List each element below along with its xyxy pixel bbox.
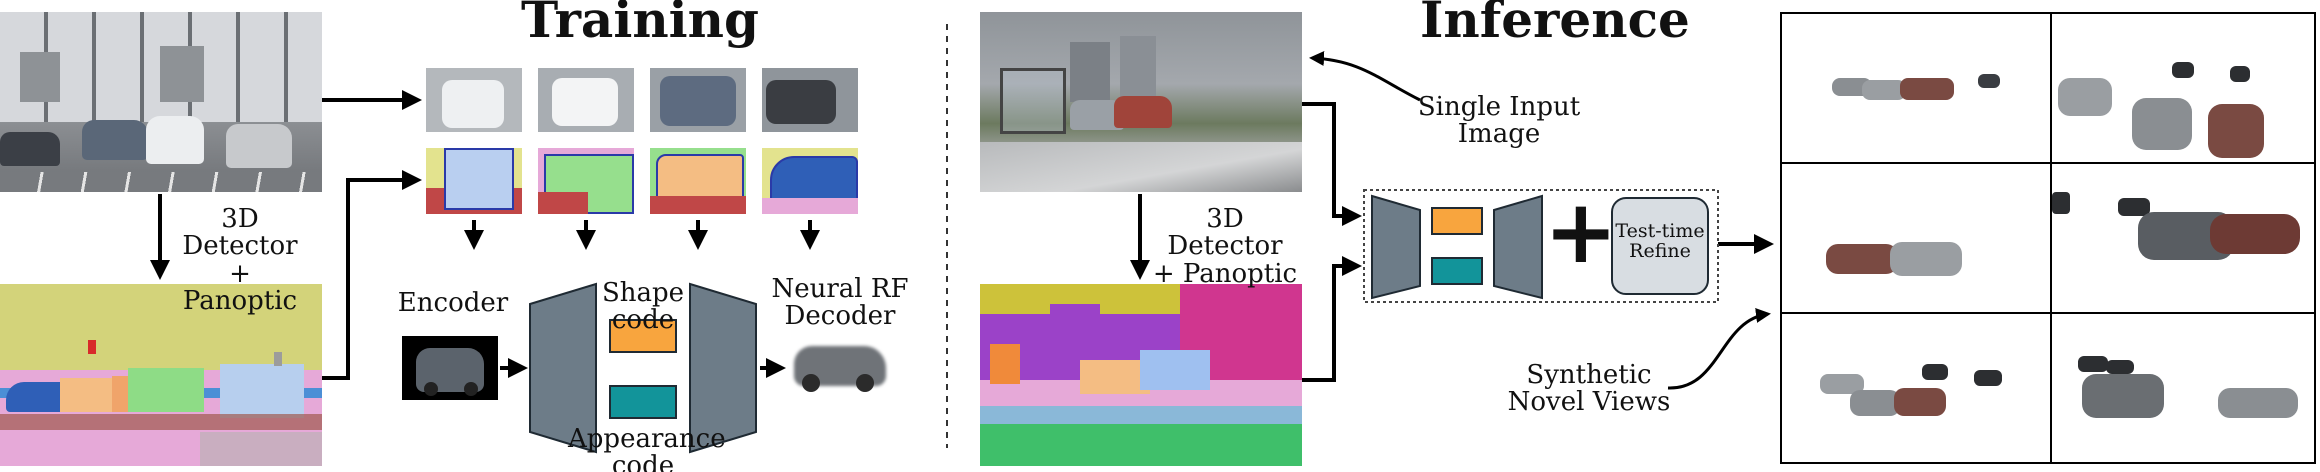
refine-label-line2: Refine — [1629, 239, 1691, 262]
synthetic-views-line2: Novel Views — [1507, 387, 1671, 418]
refine-label: Test-time Refine — [1612, 220, 1708, 262]
training-segmentation-image — [0, 284, 322, 466]
single-input-line2: Image — [1457, 119, 1541, 150]
plus-sign: + — [1544, 180, 1618, 283]
training-decoder-block — [689, 282, 757, 454]
arrow-seg-to-crops — [322, 170, 422, 380]
decoder-label-line1: Neural RF — [771, 274, 909, 304]
inference-shape-code — [1431, 207, 1483, 235]
training-title: Training — [521, 0, 759, 49]
training-detector-label: 3D Detector + Panoptic — [170, 204, 310, 316]
rendered-car-output — [790, 336, 890, 396]
seg-crop-2 — [538, 148, 634, 214]
inference-title: Inference — [1420, 0, 1690, 49]
novel-views-grid — [1780, 12, 2316, 464]
inference-appearance-code — [1431, 257, 1483, 285]
car-crop-2 — [538, 68, 634, 132]
inference-input-image — [980, 12, 1302, 192]
arrow-image-to-network — [1302, 102, 1362, 226]
inference-encoder-block — [1371, 194, 1421, 300]
inference-detector-label: 3D Detector + Panoptic — [1150, 204, 1300, 289]
masked-car-input — [402, 336, 498, 400]
arrow-seg-to-network — [1302, 256, 1362, 382]
shape-code-label: Shape code — [601, 278, 685, 336]
decoder-label: Neural RF Decoder — [770, 274, 910, 332]
inference-decoder-block — [1493, 194, 1543, 300]
synthetic-views-label: Synthetic Novel Views — [1504, 360, 1674, 418]
seg-crop-4 — [762, 148, 858, 214]
inference-detector-label-line1: 3D Detector — [1167, 204, 1283, 262]
seg-crop-1 — [426, 148, 522, 214]
training-encoder-block — [529, 282, 597, 454]
synthetic-views-line1: Synthetic — [1526, 360, 1652, 390]
inference-detector-label-line2: + Panoptic — [1152, 258, 1298, 289]
decoder-label-line2: Decoder — [784, 301, 896, 332]
encoder-label: Encoder — [397, 288, 509, 318]
single-input-line1: Single Input — [1417, 92, 1581, 122]
test-time-refine-box — [1611, 197, 1709, 295]
callout-single-input — [1309, 51, 1421, 102]
car-crop-3 — [650, 68, 746, 132]
appearance-code-line1: Appearance — [568, 424, 726, 454]
appearance-code-line2: code — [611, 451, 675, 472]
callout-synthetic-views — [1667, 308, 1771, 390]
inference-segmentation-image — [980, 284, 1302, 466]
single-input-label: Single Input Image — [1414, 92, 1584, 150]
training-input-image — [0, 12, 322, 192]
training-detector-label-line1: 3D Detector — [182, 204, 298, 262]
training-detector-label-line2: + Panoptic — [182, 258, 298, 316]
seg-crop-3 — [650, 148, 746, 214]
training-shape-code — [609, 319, 677, 353]
inference-network-box — [1363, 189, 1719, 303]
car-crop-4 — [762, 68, 858, 132]
car-crop-1 — [426, 68, 522, 132]
appearance-code-label: Appearance code — [568, 424, 726, 472]
refine-label-line1: Test-time — [1615, 220, 1705, 242]
training-appearance-code — [609, 385, 677, 419]
